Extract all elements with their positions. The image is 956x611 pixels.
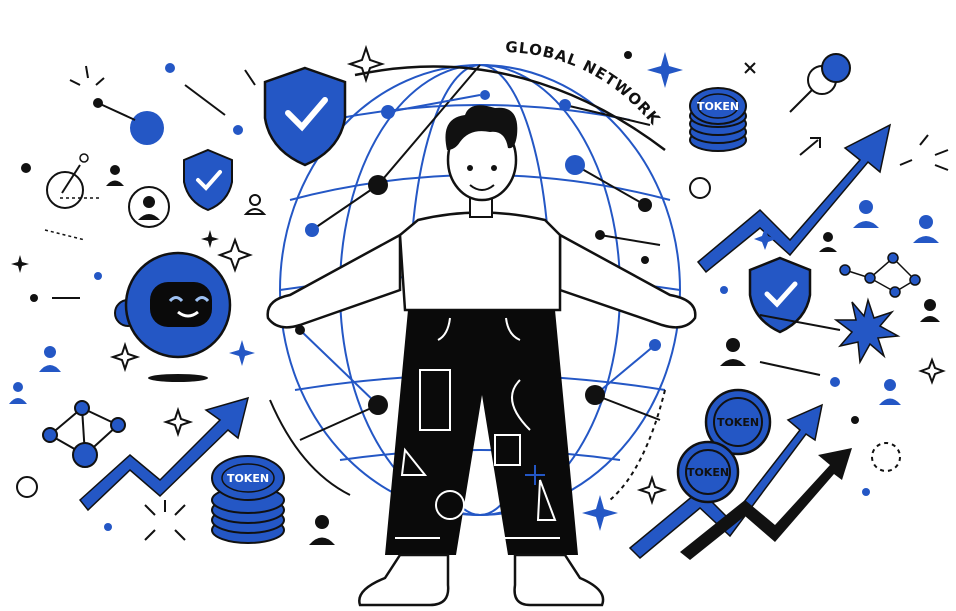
user-icon (720, 338, 746, 366)
sparkle-icon (109, 44, 946, 506)
token-coin-icon: TOKEN (704, 388, 772, 456)
trend-arrow-icon (628, 403, 824, 560)
token-stack-icon: TOKEN (689, 87, 747, 152)
token-label: TOKEN (717, 416, 759, 429)
token-coin-icon: TOKEN (676, 440, 740, 504)
user-icon (853, 200, 879, 228)
user-icon (309, 515, 335, 545)
user-icon (128, 186, 170, 228)
globe-nodes (295, 90, 661, 415)
user-icon (9, 382, 27, 404)
shield-check-icon (183, 148, 233, 212)
shield-check-icon (748, 256, 812, 334)
robot-icon (114, 251, 232, 382)
sparkle-icon (11, 230, 219, 273)
user-icon (920, 299, 940, 322)
user-icon (243, 194, 267, 215)
burst-icon (759, 297, 901, 365)
user-icon (106, 165, 124, 186)
token-stack-icon: TOKEN (211, 455, 285, 544)
sparkle-icon (229, 52, 776, 531)
token-label: TOKEN (687, 466, 729, 479)
trend-arrow-icon (78, 396, 250, 512)
globe-title-text: GLOBAL NETWORK (505, 38, 664, 129)
shield-check-icon (263, 66, 347, 167)
user-icon (913, 215, 939, 243)
user-icon (39, 346, 61, 372)
node-graph-icon (839, 252, 921, 298)
token-label: TOKEN (697, 100, 739, 113)
token-label: TOKEN (227, 472, 269, 485)
node-graph-icon (789, 53, 851, 113)
user-icon (819, 232, 837, 252)
node-graph-icon (42, 400, 126, 468)
trend-arrow-icon (696, 123, 892, 274)
person-character (266, 105, 697, 607)
user-icon (879, 379, 901, 405)
decorative-dots (16, 51, 949, 541)
node-graph-icon (46, 98, 164, 209)
trend-arrow-icon (680, 448, 852, 560)
